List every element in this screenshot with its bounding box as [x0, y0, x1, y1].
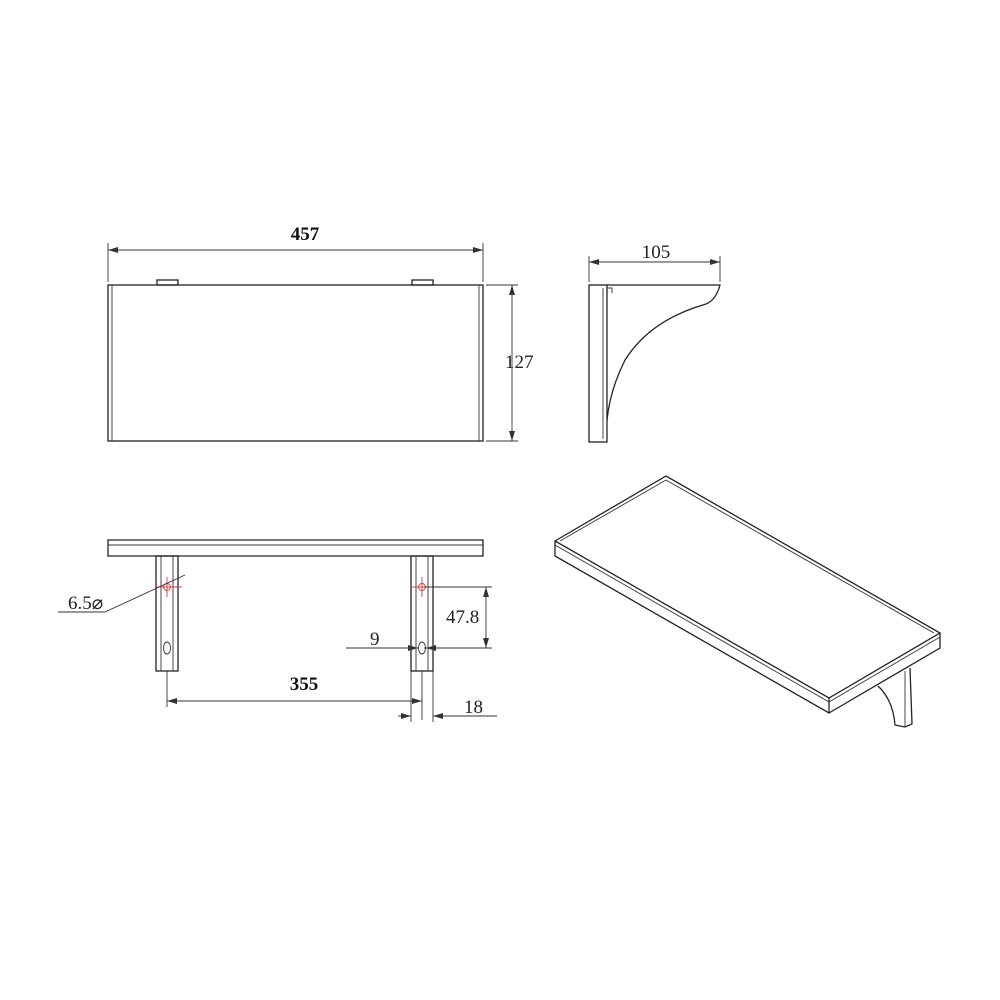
iso-shelf-side — [828, 633, 941, 714]
dimension-width: 457 — [107, 224, 484, 282]
dimension-depth: 105 — [588, 242, 721, 282]
iso-shelf-front — [554, 541, 830, 715]
dimension-slot-width: 9 — [346, 629, 436, 651]
iso-bracket — [877, 667, 913, 728]
iso-shelf-top — [553, 475, 942, 699]
dimension-hole-spacing: 355 — [166, 671, 423, 720]
dimension-depth-label: 105 — [642, 242, 671, 263]
front-panel — [107, 284, 484, 442]
dimension-hole-spacing-label: 355 — [290, 674, 319, 695]
dimension-hole-height: 47.8 — [424, 586, 492, 649]
side-wall-plate — [588, 284, 608, 443]
isometric-view — [553, 475, 942, 728]
side-view: 105 — [588, 242, 721, 443]
bracket-left-slot — [163, 641, 171, 655]
dimension-height-label: 127 — [505, 352, 534, 373]
side-bracket-notch — [607, 287, 613, 293]
top-shelf-board — [107, 539, 484, 557]
iso-shelf-top-inner — [559, 479, 935, 634]
side-bracket-curve — [606, 284, 721, 421]
dimension-bracket-width-label: 18 — [464, 697, 483, 718]
dimension-height: 127 — [486, 284, 534, 442]
dimension-slot-width-label: 9 — [370, 629, 380, 650]
dimension-hole-diameter-label: 6.5⌀ — [68, 593, 103, 614]
dimension-hole-diameter: 6.5⌀ — [58, 574, 186, 614]
top-view: 6.5⌀ 47.8 9 355 — [58, 539, 497, 722]
dimension-bracket-width: 18 — [398, 671, 497, 722]
front-tab-right — [411, 279, 434, 286]
dimension-width-label: 457 — [291, 224, 320, 245]
front-view: 457 127 — [107, 224, 534, 442]
dimension-hole-height-label: 47.8 — [446, 607, 479, 628]
front-tab-left — [156, 279, 179, 286]
